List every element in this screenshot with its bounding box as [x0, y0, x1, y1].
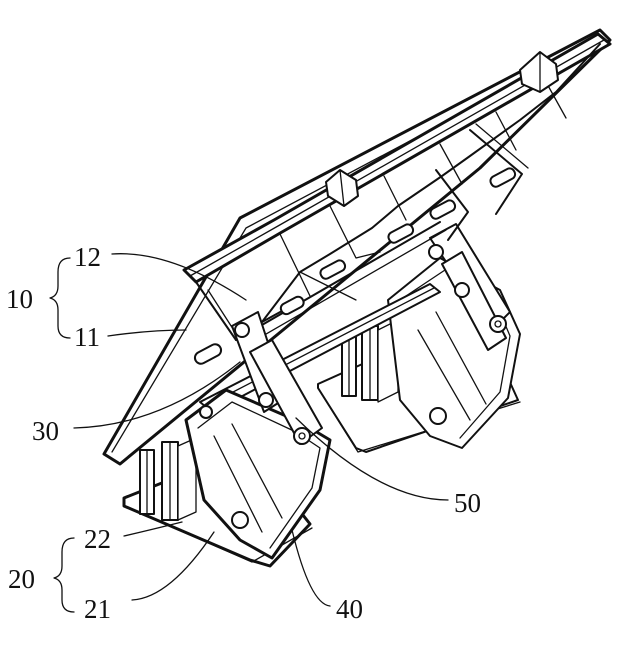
label-50: 50: [454, 488, 481, 518]
front-link: [199, 311, 323, 529]
middle-bracket: [325, 169, 359, 207]
rear-struts: [435, 123, 529, 241]
reference-labels: 10 12 11 30 50 20 22 21 40: [6, 242, 481, 624]
label-30: 30: [32, 416, 59, 446]
rear-support: [317, 223, 521, 453]
rear-bracket: [519, 51, 559, 93]
leader-30: [73, 361, 241, 429]
label-11: 11: [74, 322, 100, 352]
leader-40: [291, 529, 331, 607]
leader-11: [107, 329, 187, 337]
front-support: [122, 311, 332, 568]
leader-50: [295, 417, 449, 501]
top-plate-11: [102, 28, 612, 466]
brace-20: [53, 537, 75, 613]
front-posts-22: [139, 437, 197, 521]
rear-link: [428, 223, 511, 425]
leader-22: [123, 521, 183, 537]
leader-12: [111, 253, 247, 301]
brace-10: [49, 257, 71, 339]
label-20: 20: [8, 564, 35, 594]
leader-21: [131, 531, 215, 601]
label-10: 10: [6, 284, 33, 314]
label-12: 12: [74, 242, 101, 272]
label-21: 21: [84, 594, 111, 624]
leader-lines: [49, 253, 449, 613]
label-22: 22: [84, 524, 111, 554]
top-frame: [102, 28, 612, 466]
label-40: 40: [336, 594, 363, 624]
